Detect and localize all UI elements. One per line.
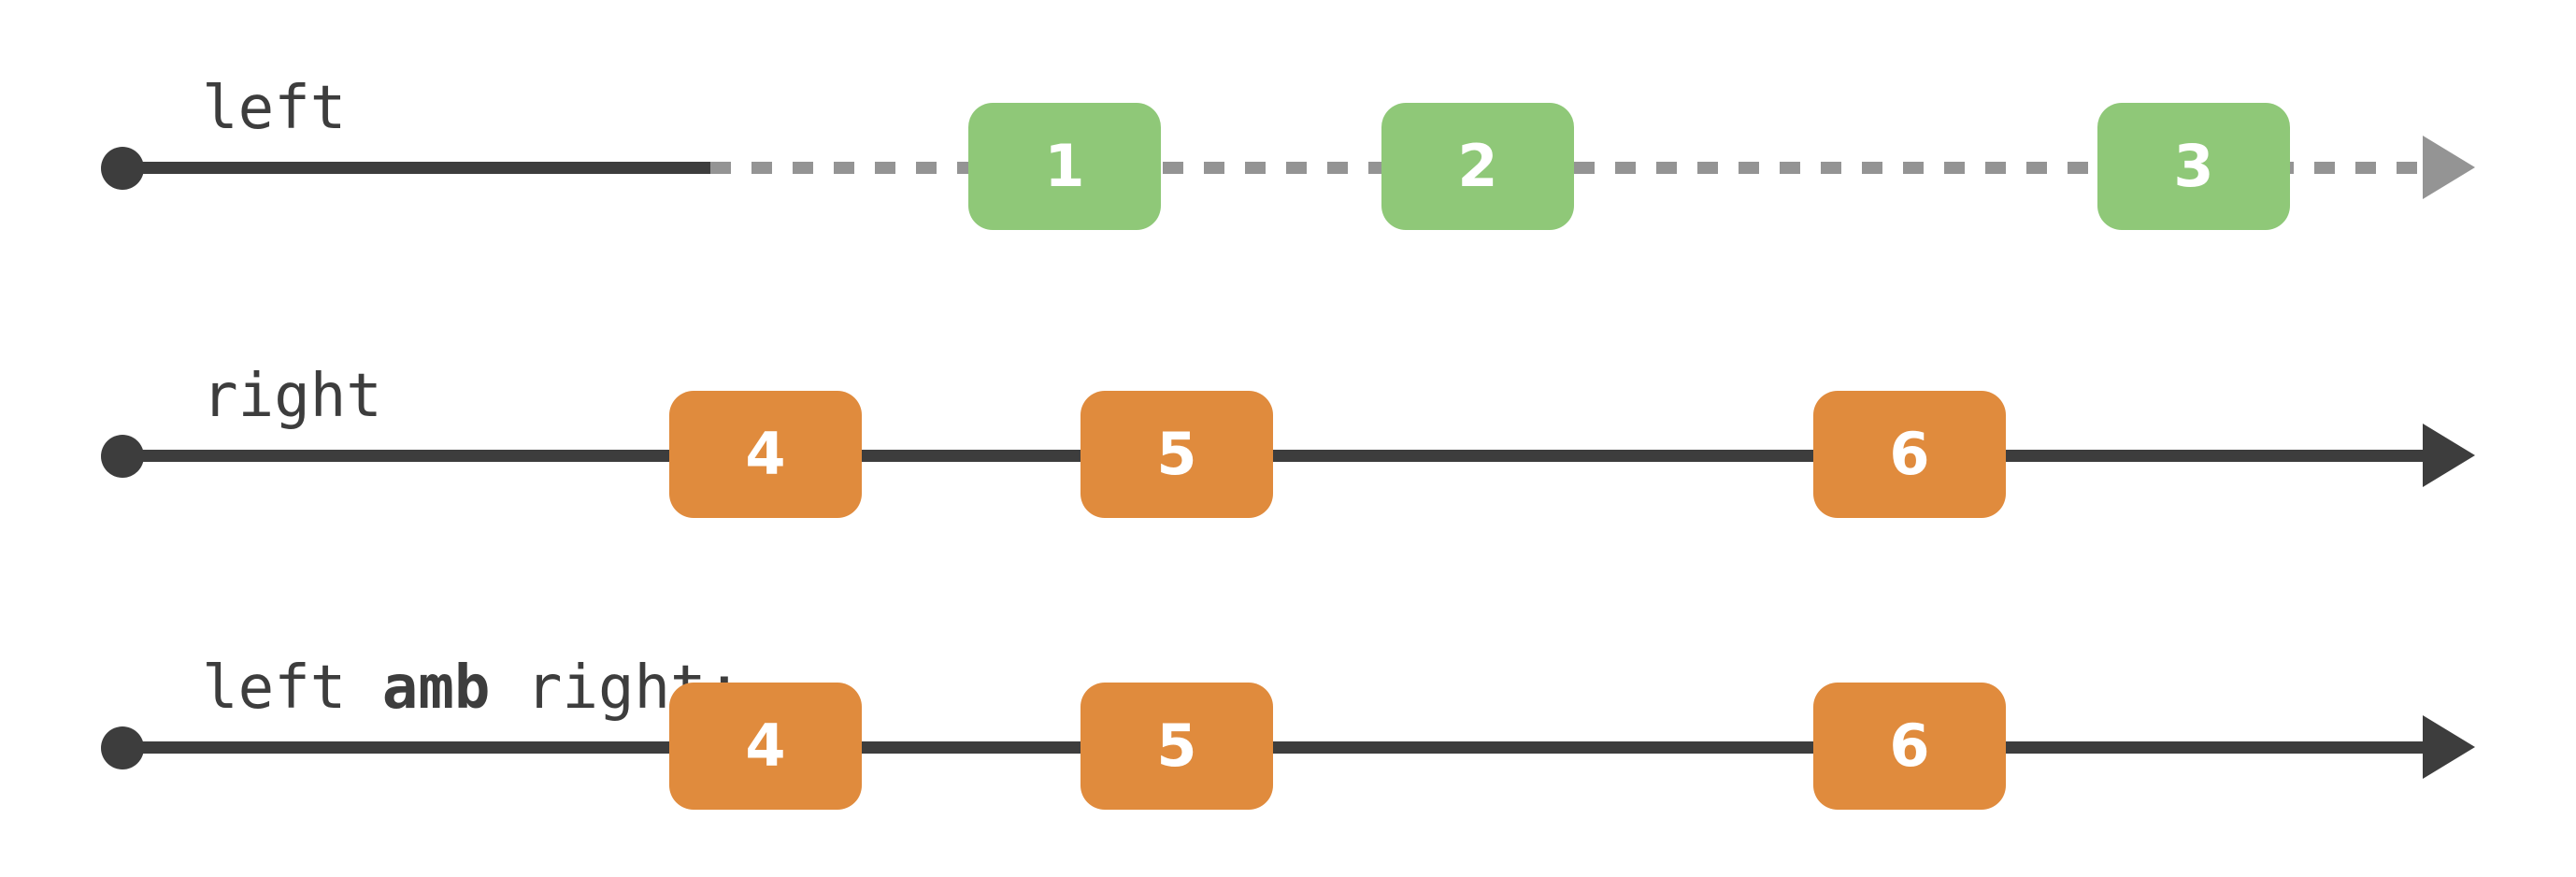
timeline-result-arrow-icon [2423, 715, 2475, 779]
row-label-result-operator: amb [381, 654, 491, 723]
row-label-left: left [58, 19, 346, 198]
marble-right-4[interactable]: 4 [669, 391, 862, 518]
marble-left-3-value: 3 [2173, 132, 2214, 200]
timeline-right-arrow-icon [2423, 424, 2475, 487]
timeline-right-axis-solid [131, 450, 2423, 462]
marble-left-1-value: 1 [1044, 132, 1085, 200]
marble-left-2-value: 2 [1457, 132, 1498, 200]
marble-result-4[interactable]: 4 [669, 683, 862, 810]
marble-right-4-value: 4 [745, 420, 786, 488]
timeline-result-axis-solid [131, 741, 2423, 754]
row-label-right-text: right [202, 362, 382, 431]
marble-result-6-value: 6 [1889, 712, 1930, 780]
timeline-left-axis-solid [131, 162, 710, 174]
marble-left-2[interactable]: 2 [1381, 103, 1574, 230]
marble-result-6[interactable]: 6 [1813, 683, 2006, 810]
marble-result-5-value: 5 [1156, 712, 1197, 780]
marble-result-4-value: 4 [745, 712, 786, 780]
marble-right-6-value: 6 [1889, 420, 1930, 488]
marble-result-5[interactable]: 5 [1080, 683, 1273, 810]
row-label-result: left amb right: [58, 598, 742, 778]
timeline-result: 4 5 6 [0, 683, 2576, 832]
row-label-right: right [58, 307, 382, 486]
marble-left-1[interactable]: 1 [968, 103, 1161, 230]
timeline-right: 4 5 6 [0, 391, 2576, 540]
marble-left-3[interactable]: 3 [2097, 103, 2290, 230]
timeline-left-arrow-icon [2423, 136, 2475, 199]
marble-right-5[interactable]: 5 [1080, 391, 1273, 518]
row-label-result-prefix: left [202, 654, 382, 723]
marble-right-5-value: 5 [1156, 420, 1197, 488]
timeline-left: 1 2 3 [0, 103, 2576, 252]
marble-right-6[interactable]: 6 [1813, 391, 2006, 518]
row-label-left-text: left [202, 74, 347, 143]
